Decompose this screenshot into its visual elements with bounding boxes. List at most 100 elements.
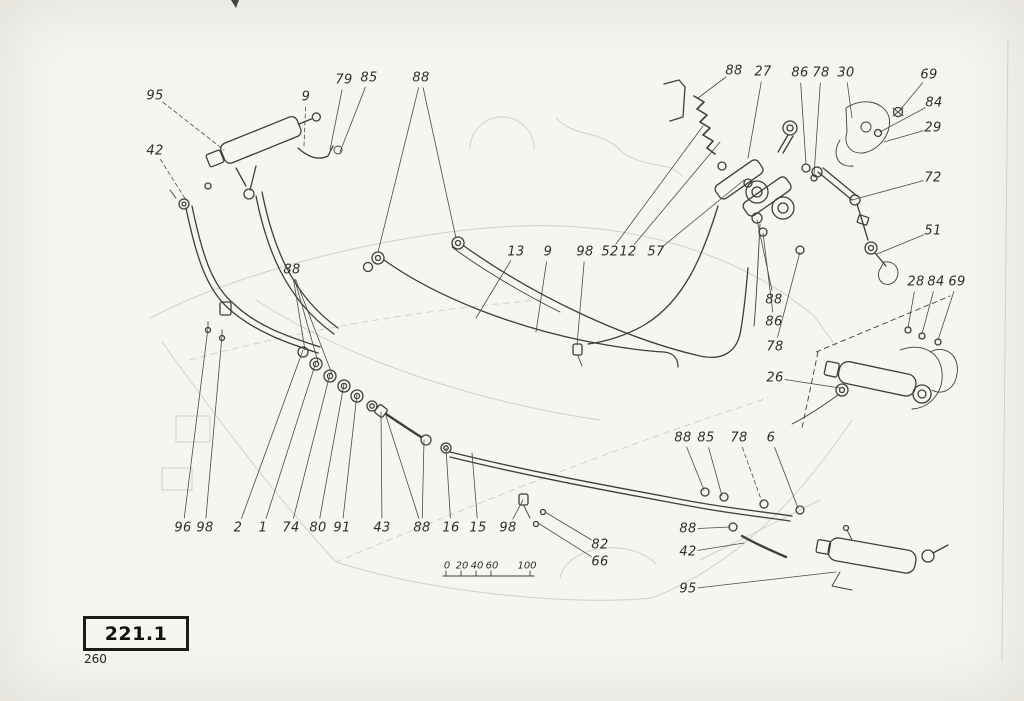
- part-callout-74: 74: [282, 520, 300, 536]
- leader-line-88: [756, 219, 773, 291]
- leader-line-91: [342, 393, 358, 519]
- page-number: 260: [84, 652, 107, 666]
- leader-line-28: [907, 291, 915, 329]
- part-callout-82: 82: [591, 537, 609, 553]
- leader-line-9: [303, 106, 306, 147]
- part-callout-98: 98: [196, 520, 214, 536]
- leader-line-84: [879, 107, 926, 133]
- part-callout-88: 88: [725, 63, 743, 79]
- part-callout-42: 42: [146, 143, 164, 159]
- leader-line-88: [293, 279, 306, 351]
- part-callout-28: 28: [907, 274, 925, 290]
- left-master-cylinder-assembly: [169, 112, 343, 210]
- part-callout-2: 2: [233, 520, 243, 536]
- part-callout-42: 42: [679, 544, 697, 560]
- leader-line-98: [205, 335, 223, 519]
- leader-line-88: [697, 76, 727, 99]
- part-callout-88: 88: [413, 520, 431, 536]
- leader-line-42: [159, 159, 187, 201]
- scale-bar: [442, 570, 535, 577]
- part-callout-95: 95: [146, 88, 164, 104]
- hydraulic-cylinder-assembly: [791, 295, 958, 429]
- leader-line-95: [697, 571, 837, 589]
- leader-line-29: [883, 130, 924, 143]
- leader-line-88: [385, 415, 420, 519]
- part-callout-78: 78: [812, 65, 830, 81]
- part-callout-12: 12: [619, 244, 637, 260]
- leader-line-82: [544, 511, 592, 541]
- leader-line-51: [876, 234, 925, 255]
- part-callout-91: 91: [333, 520, 351, 536]
- leader-line-84: [921, 291, 934, 335]
- part-callout-78: 78: [730, 430, 748, 446]
- leader-line-88: [686, 446, 705, 491]
- scale-label-60: 60: [485, 560, 499, 572]
- leader-line-98: [576, 261, 585, 346]
- leader-line-16: [445, 447, 451, 519]
- leader-line-79: [329, 89, 343, 151]
- plate-number-box: 221.1: [83, 616, 189, 651]
- part-callout-88: 88: [765, 292, 783, 308]
- chassis-outline-sketch: [149, 39, 1009, 661]
- scale-label-20: 20: [455, 560, 469, 572]
- leader-line-86: [800, 82, 807, 165]
- center-brake-pipes: [362, 205, 749, 368]
- part-callout-96: 96: [174, 520, 192, 536]
- leader-line-9: [535, 261, 547, 333]
- part-callout-98: 98: [499, 520, 517, 536]
- scale-label-100: 100: [517, 560, 537, 572]
- part-callout-95: 95: [679, 581, 697, 597]
- part-callout-6: 6: [766, 430, 776, 446]
- part-callout-30: 30: [837, 65, 855, 81]
- part-callout-79: 79: [335, 72, 353, 88]
- part-callout-43: 43: [373, 520, 391, 536]
- leader-line-12: [634, 141, 721, 245]
- scan-smudge: [231, 0, 239, 8]
- leader-line-57: [663, 179, 745, 247]
- leader-line-27: [747, 81, 762, 159]
- leader-line-6: [774, 446, 799, 509]
- part-callout-27: 27: [754, 64, 772, 80]
- leader-line-74: [293, 373, 331, 519]
- leader-line-85: [339, 86, 366, 153]
- leader-line-1: [265, 361, 317, 519]
- rear-slave-cylinder: [815, 524, 949, 591]
- leader-lines: [159, 76, 955, 589]
- leader-line-98: [512, 499, 524, 520]
- leader-line-69: [899, 82, 924, 111]
- leader-line-52: [615, 125, 704, 245]
- part-callout-98: 98: [576, 244, 594, 260]
- leader-line-88: [294, 279, 319, 363]
- leader-line-72: [851, 180, 924, 201]
- part-callout-84: 84: [925, 95, 943, 111]
- part-callout-29: 29: [924, 120, 942, 136]
- part-callout-88: 88: [412, 70, 430, 86]
- part-callout-78: 78: [766, 339, 784, 355]
- leader-line-2: [241, 349, 304, 520]
- leader-line-26: [784, 379, 841, 389]
- part-callout-88: 88: [674, 430, 692, 446]
- part-callout-72: 72: [924, 170, 942, 186]
- leader-line-86: [762, 232, 774, 313]
- part-callout-9: 9: [301, 89, 311, 105]
- part-callout-9: 9: [543, 244, 553, 260]
- leader-line-95: [162, 101, 225, 151]
- part-callout-86: 86: [765, 314, 783, 330]
- part-callout-86: 86: [791, 65, 809, 81]
- leader-line-96: [183, 327, 209, 519]
- leader-line-13: [475, 260, 512, 319]
- plate-number: 221.1: [104, 622, 168, 645]
- part-callout-66: 66: [591, 554, 609, 570]
- part-callout-84: 84: [927, 274, 945, 290]
- part-callout-80: 80: [309, 520, 327, 536]
- leader-line-78: [777, 251, 801, 338]
- lever-and-linkage: [811, 101, 904, 285]
- leader-line-15: [471, 452, 478, 519]
- part-callout-88: 88: [283, 262, 301, 278]
- leader-line-85: [708, 447, 723, 497]
- leader-line-88: [421, 439, 425, 519]
- part-callout-88: 88: [679, 521, 697, 537]
- brake-master-cylinders: [663, 79, 818, 327]
